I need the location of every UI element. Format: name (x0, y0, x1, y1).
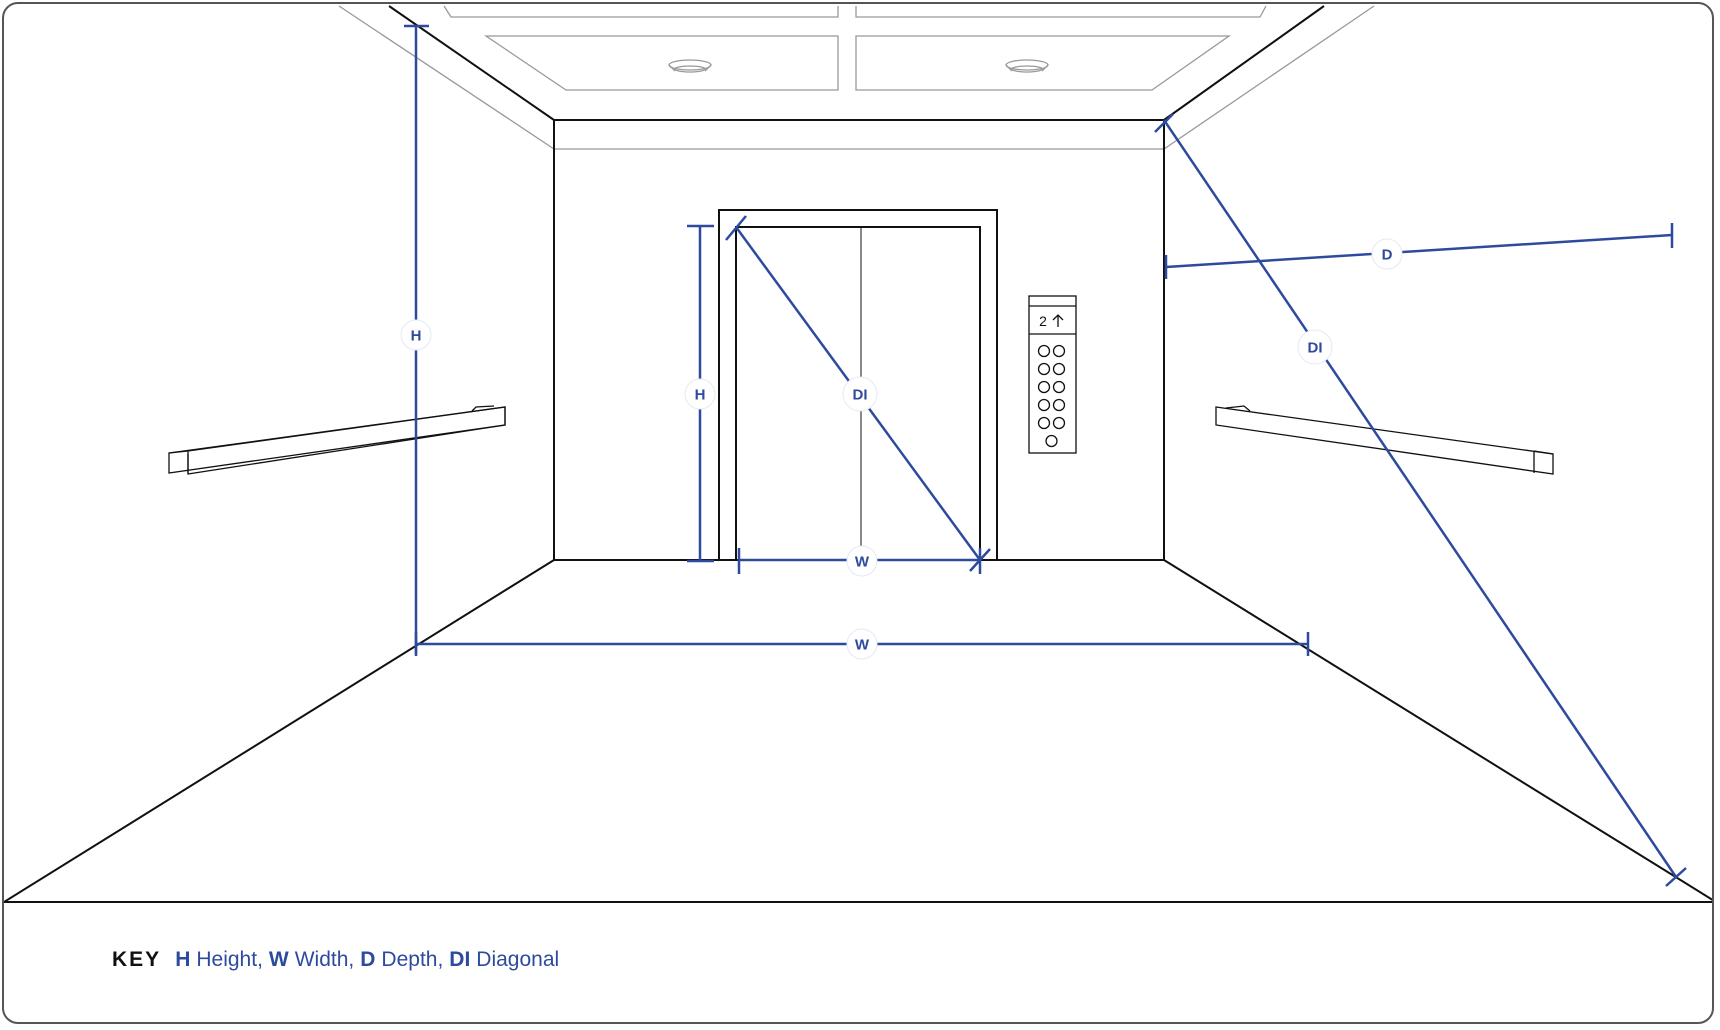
panel-button (1037, 380, 1051, 394)
svg-text:H: H (411, 328, 422, 345)
dimension-lines (404, 24, 1687, 887)
panel-button (1052, 380, 1066, 394)
cab-height-label: H (400, 319, 432, 351)
diagram-key: KEY H Height, W Width, D Depth, DI Diago… (112, 948, 565, 972)
svg-text:W: W (855, 637, 870, 654)
handrail-left (168, 405, 506, 475)
handrail-right (1215, 405, 1554, 475)
ceiling-light-icon (1005, 59, 1049, 73)
dimension-labels: H H DI W W D D (400, 238, 1403, 660)
arrow-up-icon (1052, 314, 1064, 327)
panel-button (1052, 344, 1066, 358)
panel-buttons (1037, 344, 1066, 448)
panel-button (1037, 398, 1051, 412)
key-label-height: Height, (196, 948, 263, 971)
key-code-depth: D (360, 948, 376, 971)
panel-button (1037, 416, 1051, 430)
key-label-width: Width, (294, 948, 355, 971)
panel-button (1052, 398, 1066, 412)
svg-text:DI: DI (1308, 340, 1323, 357)
elevator-cab-diagram: 2 (4, 5, 1712, 903)
panel-button (1052, 416, 1066, 430)
panel-button (1045, 434, 1058, 448)
svg-text:DI: DI (853, 387, 868, 404)
svg-text:D: D (1382, 247, 1393, 264)
door-width-label: W (846, 545, 878, 577)
door-diagonal-label: DI (842, 376, 878, 412)
ceiling-light-icon (668, 59, 712, 73)
cab-diagonal-label: DI (1297, 329, 1333, 365)
ceiling (338, 5, 1375, 150)
ceiling-panel-left (483, 35, 839, 91)
svg-text:W: W (855, 554, 870, 571)
key-code-width: W (268, 948, 289, 971)
cab-outline (4, 5, 1712, 903)
key-code-height: H (175, 948, 191, 971)
key-label-diagonal: Diagonal (476, 948, 560, 971)
ceiling-panel-right (855, 35, 1232, 91)
key-label-depth: Depth, (381, 948, 444, 971)
door-height-label: H (684, 378, 716, 410)
panel-button (1037, 362, 1051, 376)
cab-depth-line (1165, 233, 1673, 269)
svg-text:H: H (695, 387, 706, 404)
panel-button (1052, 362, 1066, 376)
cab-diagonal-line (1162, 119, 1678, 878)
elevator-call-panel: 2 (1028, 295, 1077, 454)
cab-width-label: W (846, 628, 878, 660)
key-code-diagonal: DI (449, 948, 471, 971)
cab-depth-label: D (1371, 238, 1403, 270)
floor-display: 2 (1039, 313, 1047, 329)
key-title: KEY (112, 948, 162, 971)
panel-button (1037, 344, 1051, 358)
